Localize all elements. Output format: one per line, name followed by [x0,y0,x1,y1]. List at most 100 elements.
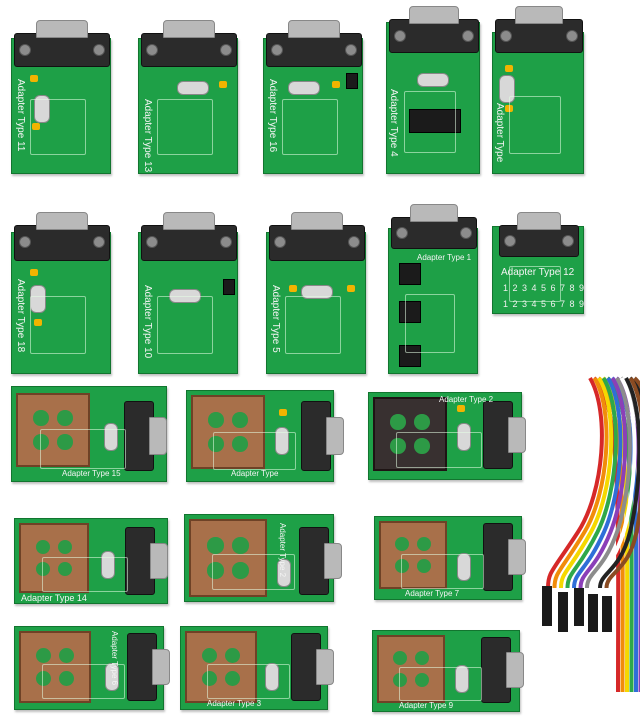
adapter-label: Adapter Type 16 [267,79,278,153]
capacitor-icon [457,405,465,412]
screw-icon [220,43,232,56]
cable-wire [572,376,623,589]
ic-chip-icon [409,109,461,133]
capacitor-icon [289,285,297,292]
db9-connector [389,6,479,53]
crystal-icon [177,81,209,95]
connector-shell [150,542,168,580]
crystal-icon [104,423,118,451]
db9-connector [481,637,524,703]
adapter-label: Adapter Type 3 [207,699,262,708]
ic-socket-icon [399,263,421,285]
db9-connector [125,527,168,595]
screw-icon [220,236,232,249]
db9-connector [124,401,167,471]
db9-connector [141,20,237,67]
crystal-icon [277,559,291,587]
screw-icon [93,236,105,249]
plcc-socket [379,521,447,589]
adapter-label: Adapter Type [494,103,505,163]
cable-connectors [542,586,612,632]
connector-shell [287,20,341,38]
connector-shell [162,212,216,230]
screw-icon [500,29,512,42]
crystal-icon [34,95,50,123]
screw-icon [19,236,31,249]
db9-connector [483,523,526,591]
capacitor-icon [30,75,38,82]
adapter-board: Adapter Type 3 [180,626,334,710]
adapter-board: Adapter Type 2 [184,514,342,602]
cable-wire [559,376,614,589]
plcc-socket [16,393,90,467]
adapter-board: Adapter Type 4 [386,6,480,174]
ribbon-cable [542,376,640,693]
adapter-board: Adapter Type 18 [11,212,111,374]
adapter-board: Adapter Type 15 [11,386,167,482]
crystal-icon [417,73,449,87]
adapter-label: Adapter Type 2 [439,395,494,404]
plcc-socket [185,631,257,703]
db9-connector [391,204,477,249]
plcc-socket [377,635,445,703]
capacitor-icon [32,123,40,130]
screw-icon [271,43,283,56]
db9-connector [266,20,362,67]
adapter-label: Adapter Type [231,469,279,478]
connector-shell [324,542,342,580]
cable-wire [585,376,632,589]
db9-connector [499,212,579,257]
adapter-board: Adapter Type 2 [368,392,526,480]
screw-icon [562,235,574,247]
db9-connector [269,212,365,261]
screw-icon [146,43,158,56]
adapter-label: Adapter Type 12 [501,267,575,278]
connector-shell [35,212,89,230]
adapter-label: Adapter Type 15 [62,469,121,478]
screw-icon [345,43,357,56]
connector-shell [517,212,561,230]
adapter-label: Adapter Type 13 [142,99,153,173]
screw-icon [396,227,408,239]
ic-socket-icon [399,345,421,367]
adapter-board: Adapter Type 16 [263,20,363,174]
capacitor-icon [219,81,227,88]
adapter-board: Adapter Type 12 1 2 3 4 5 6 7 8 9 1 2 3 … [492,212,586,314]
plcc-socket [191,395,265,469]
pin-numbers: 1 2 3 4 5 6 7 8 9 [503,299,586,309]
crystal-icon [101,551,115,579]
db9-connector [141,212,237,261]
screw-icon [394,29,406,42]
db9-connector [495,6,583,53]
connector-shell [506,652,524,688]
adapter-board: Adapter Type 9 [372,630,524,712]
adapter-board: Adapter Type 7 [374,516,526,600]
screw-icon [504,235,516,247]
connector-shell [409,6,459,24]
crystal-icon [288,81,320,95]
adapter-label: Adapter Type 9 [399,701,454,710]
crystal-icon [457,553,471,581]
crystal-icon [30,285,46,313]
plcc-socket [189,519,267,597]
cable-wire [565,376,618,589]
db9-connector [14,20,110,67]
screw-icon [19,43,31,56]
jumper-icon [346,73,358,89]
jumper-icon [223,279,235,295]
screw-icon [348,236,360,249]
connector-shell [326,416,344,456]
pin-numbers: 1 2 3 4 5 6 7 8 9 [503,283,586,293]
adapter-label: Adapter Type 5 [270,285,281,353]
adapter-label: Adapter Type 2 [278,523,287,578]
connector-shell [514,6,564,24]
cable-wire [628,376,640,400]
adapter-label: Adapter Type 1 [417,253,472,262]
cable-wire [552,376,609,589]
adapter-label: Adapter Type 14 [21,593,87,603]
capacitor-icon [505,65,513,72]
ic-socket-icon [399,301,421,323]
crystal-icon [455,665,469,693]
adapter-board: Adapter Type 10 [138,212,238,374]
adapter-label: Adapter Type 7 [405,589,460,598]
